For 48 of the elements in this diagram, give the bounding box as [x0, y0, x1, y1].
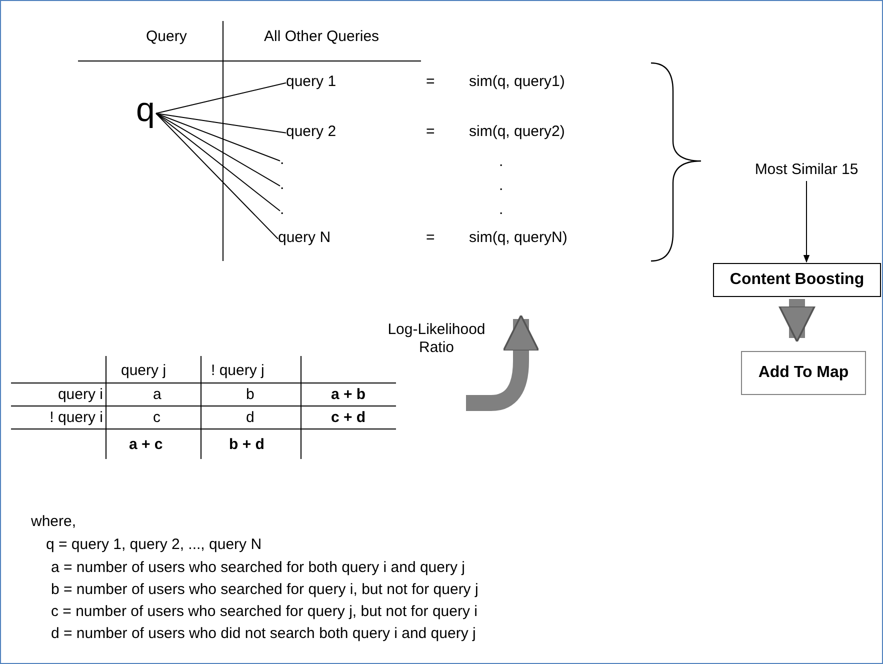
dot: . [280, 151, 284, 169]
note-text: b = number of users who searched for query i, but not for query j [51, 581, 478, 599]
note-text: c = number of users who searched for query j, but not for query i [51, 603, 478, 621]
connector-line [156, 112, 280, 162]
table-header: ! query j [211, 362, 264, 380]
table-cell: a [153, 386, 162, 404]
dot: . [499, 177, 504, 195]
connector-line [156, 112, 286, 134]
table-cell: b + d [229, 436, 264, 454]
query-label: query 2 [286, 123, 336, 141]
table-cell: b [246, 386, 254, 404]
process-box: Add To Map [741, 351, 866, 395]
dot: . [499, 201, 504, 219]
block-arrow [778, 299, 816, 342]
note-text: q = query 1, query 2, ..., query N [46, 536, 262, 554]
connector-line [156, 112, 278, 240]
connector-line [156, 112, 280, 186]
caption: Most Similar 15 [749, 161, 864, 179]
table-cell: c + d [331, 409, 366, 427]
query-label: query N [278, 229, 331, 247]
dot: . [280, 201, 284, 219]
table-cell: a + b [331, 386, 366, 404]
dot: . [280, 176, 284, 194]
row-header: query i [56, 386, 103, 404]
formula: sim(q, queryN) [469, 229, 568, 247]
note-text: where, [31, 513, 76, 531]
dot: . [499, 153, 504, 171]
equals-sign: = [426, 73, 435, 91]
connector-line [156, 82, 286, 114]
formula: sim(q, query1) [469, 73, 565, 91]
connector-line [156, 112, 280, 212]
table-cell: c [153, 409, 160, 427]
note-text: a = number of users who searched for both query i and query j [51, 559, 465, 577]
table-header: query j [121, 362, 166, 380]
note-text: d = number of users who did not search both query i and query j [51, 625, 476, 643]
process-box: Content Boosting [713, 263, 881, 297]
column-header: All Other Queries [264, 28, 380, 46]
arrow [803, 180, 810, 263]
equals-sign: = [426, 229, 435, 247]
equals-sign: = [426, 123, 435, 141]
table-cell: a + c [129, 436, 163, 454]
row-header: ! query i [48, 409, 103, 427]
arrow-label: Log-Likelihood Ratio [386, 321, 486, 357]
column-header: Query [146, 28, 187, 46]
formula: sim(q, query2) [469, 123, 565, 141]
query-symbol: q [136, 93, 155, 127]
query-label: query 1 [286, 73, 336, 91]
table-cell: d [246, 409, 254, 427]
